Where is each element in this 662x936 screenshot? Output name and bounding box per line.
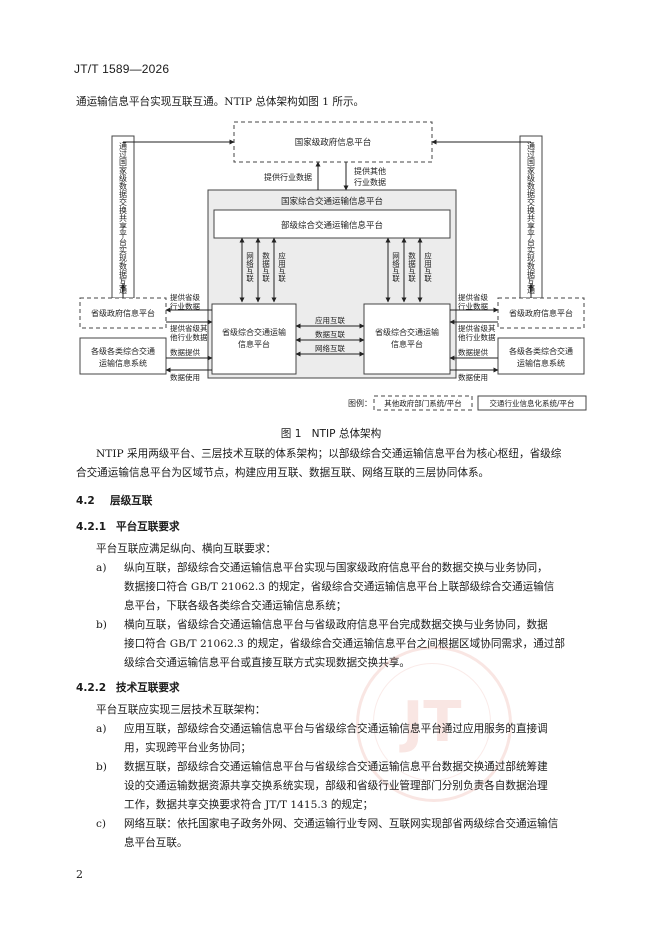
right-side-text: 通过国家级数据交换共享平台实现数据互通: [527, 141, 536, 295]
list-marker: a): [96, 723, 107, 735]
figure-caption: 图 1 NTIP 总体架构: [0, 426, 662, 441]
section-4-2-2-heading: 4.2.2 技术互联要求: [76, 680, 180, 695]
systems-right-label-2: 运输信息系统: [517, 358, 565, 368]
section-title: 技术互联要求: [116, 682, 180, 694]
provincial-platform-left-label-1: 省级综合交通运输: [222, 327, 286, 337]
right-link-arrows: [385, 237, 423, 303]
right-link-label-data: 数据互联: [407, 251, 416, 283]
left-data-provide: 数据提供: [170, 347, 200, 357]
list-line: 接口符合 GB/T 21062.3 的规定，省级综合交通运输信息平台之间根据区域…: [124, 638, 565, 650]
left-supply-other-2: 他行业数据: [170, 332, 208, 342]
left-link-label-data: 数据互联: [261, 251, 270, 283]
watermark-stamp: JT: [356, 646, 512, 802]
systems-left-label-1: 各级各类综合交通: [91, 346, 155, 356]
list-line: 用，实现跨平台业务协同；: [124, 742, 252, 754]
caption-number: 图 1: [280, 428, 302, 440]
list-line: 横向互联，省级综合交通运输信息平台与省级政府信息平台完成数据交换与业务协同，数据: [124, 619, 548, 631]
ministry-platform-box: [213, 209, 451, 239]
legend-solid-label: 交通行业信息化系统/平台: [489, 398, 574, 408]
list-line: 设的交通运输数据资源共享交换系统实现，部级和省级行业管理部门分别负责各自数据治理: [124, 780, 548, 792]
legend-dashed-box: [373, 395, 473, 411]
provincial-platform-right: [363, 303, 451, 375]
right-supply-other-1: 提供省级其: [458, 323, 496, 333]
systems-box-right: [497, 337, 585, 375]
right-data-use: 数据使用: [458, 372, 488, 382]
middle-link-label-data: 数据互联: [315, 329, 345, 339]
section-number: 4.2.1: [76, 521, 107, 533]
section-number: 4.2: [76, 495, 95, 507]
prov-gov-platform-right: [497, 297, 585, 329]
list-line: 数据接口符合 GB/T 21062.3 的规定，省级综合交通运输信息平台上联部级…: [124, 581, 555, 593]
p422-intro: 平台互联应实现三层技术互联架构：: [96, 704, 266, 716]
provide-industry-label: 提供行业数据: [264, 172, 312, 182]
prov-gov-platform-right-label: 省级政府信息平台: [509, 308, 573, 318]
left-data-use: 数据使用: [170, 372, 200, 382]
list-line: 息平台，下联各级各类综合交通运输信息系统；: [124, 600, 347, 612]
list-line: 息平台互联。: [124, 837, 188, 849]
intro-line: 通运输信息平台实现互联互通。NTIP 总体架构如图 1 所示。: [76, 96, 365, 108]
provincial-platform-right-label-2: 信息平台: [391, 339, 423, 349]
prov-gov-platform-left: [79, 297, 167, 329]
legend-label: 图例：: [348, 398, 372, 408]
list-marker: b): [96, 619, 107, 631]
national-platform-box: [233, 121, 433, 163]
left-supply-industry-1: 提供省级: [170, 292, 200, 302]
prov-gov-platform-left-label: 省级政府信息平台: [91, 308, 155, 318]
right-link-label-network: 网络互联: [391, 252, 400, 283]
list-marker: a): [96, 562, 107, 574]
list-line: 工作，数据共享交换要求符合 JT/T 1415.3 的规定；: [124, 799, 374, 811]
list-marker: b): [96, 761, 107, 773]
page-number: 2: [76, 868, 83, 881]
list-marker: c): [96, 818, 107, 830]
outer-platform-label: 国家综合交通运输信息平台: [281, 196, 383, 207]
provincial-platform-left: [211, 303, 297, 375]
list-line: 级综合交通运输信息平台或直接互联方式实现数据交换共享。: [124, 657, 411, 669]
section-title: 平台互联要求: [116, 521, 180, 533]
watermark-stamp-mark: JT: [373, 663, 491, 781]
provincial-platform-right-label-1: 省级综合交通运输: [375, 327, 439, 337]
para1-line2: 合交通运输信息平台为区域节点，构建应用互联、数据互联、网络互联的三层协同体系。: [76, 467, 490, 479]
left-side-text: 通过国家级数据交换共享平台实现数据互通: [119, 141, 128, 295]
right-link-label-app: 应用互联: [423, 251, 432, 283]
provide-other-label-2: 行业数据: [354, 177, 386, 187]
architecture-diagram: 国家级政府信息平台 通过国家级数据交换共享平台实现数据互通 通过国家级数据交换共…: [79, 121, 587, 411]
legend-solid-box: [477, 395, 587, 411]
middle-link-label-app: 应用互联: [315, 315, 345, 325]
ministry-platform-label: 部级综合交通运输信息平台: [281, 220, 383, 231]
caption-text: NTIP 总体架构: [311, 428, 382, 440]
list-line: 纵向互联，部级综合交通运输信息平台实现与国家级政府信息平台的数据交换与业务协同，: [124, 562, 548, 574]
section-4-2-heading: 4.2 层级互联: [76, 493, 152, 508]
systems-left-label-2: 运输信息系统: [99, 358, 147, 368]
middle-link-label-net: 网络互联: [315, 343, 345, 353]
right-data-provide: 数据提供: [458, 347, 488, 357]
legend-dashed-label: 其他政府部门系统/平台: [384, 398, 462, 408]
para1-line1: NTIP 采用两级平台、三层技术互联的体系架构；以部级综合交通运输信息平台为核心…: [96, 448, 562, 460]
right-supply-industry-2: 行业数据: [458, 301, 488, 311]
p421-intro: 平台互联应满足纵向、横向互联要求：: [96, 543, 277, 555]
provincial-platform-left-label-2: 信息平台: [238, 339, 270, 349]
systems-box-left: [79, 337, 167, 375]
right-supply-industry-1: 提供省级: [458, 292, 488, 302]
list-line: 应用互联，部级综合交通运输信息平台与省级综合交通运输信息平台通过应用服务的直接调: [124, 723, 548, 735]
list-line: 数据互联，部级综合交通运输信息平台与省级综合交通运输信息平台数据交换通过部统筹建: [124, 761, 548, 773]
national-platform-label: 国家级政府信息平台: [295, 137, 372, 148]
left-supply-other-1: 提供省级其: [170, 323, 208, 333]
right-supply-other-2: 他行业数据: [458, 332, 496, 342]
left-link-arrows: [239, 237, 277, 303]
list-line: 网络互联：依托国家电子政务外网、交通运输行业专网、互联网实现部省两级综合交通运输…: [124, 818, 559, 830]
systems-right-label-1: 各级各类综合交通: [509, 346, 573, 356]
left-supply-industry-2: 行业数据: [170, 301, 200, 311]
section-number: 4.2.2: [76, 682, 107, 694]
document-header: JT/T 1589—2026: [74, 62, 170, 76]
section-title: 层级互联: [110, 495, 153, 507]
left-link-label-network: 网络互联: [245, 252, 254, 283]
section-4-2-1-heading: 4.2.1 平台互联要求: [76, 519, 180, 534]
provide-other-label-1: 提供其他: [354, 166, 386, 176]
left-link-label-app: 应用互联: [277, 251, 286, 283]
